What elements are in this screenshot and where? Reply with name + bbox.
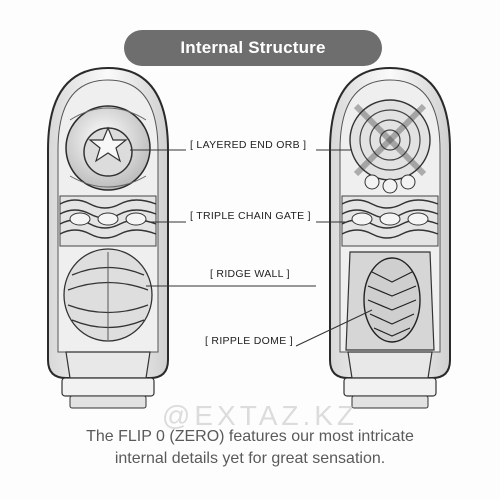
callout-ripple-dome: [ RIPPLE DOME ] xyxy=(205,335,293,347)
callout-triple-chain-gate: [ TRIPLE CHAIN GATE ] xyxy=(190,210,311,222)
left-triple-chain-gate xyxy=(59,195,157,247)
right-capsule xyxy=(329,66,451,409)
right-layered-end-orb xyxy=(349,99,431,194)
watermark: @EXTAZ.KZ xyxy=(161,400,359,431)
left-capsule xyxy=(47,66,169,409)
callout-ridge-wall: [ RIDGE WALL ] xyxy=(210,268,290,280)
caption-line-1: The FLIP 0 (ZERO) features our most intr… xyxy=(86,428,414,445)
section-title: Internal Structure xyxy=(124,30,382,66)
right-triple-chain-gate xyxy=(341,195,439,247)
callout-layered-end-orb: [ LAYERED END ORB ] xyxy=(190,139,307,151)
right-ripple-dome xyxy=(345,251,435,351)
caption-line-2: internal details yet for great sensation… xyxy=(114,450,386,467)
leader-ripple-dome xyxy=(295,309,373,347)
callout-leaders xyxy=(130,149,373,347)
left-ridge-wall xyxy=(63,248,153,342)
product-caption: The FLIP 0 (ZERO) features our most intr… xyxy=(20,426,480,470)
